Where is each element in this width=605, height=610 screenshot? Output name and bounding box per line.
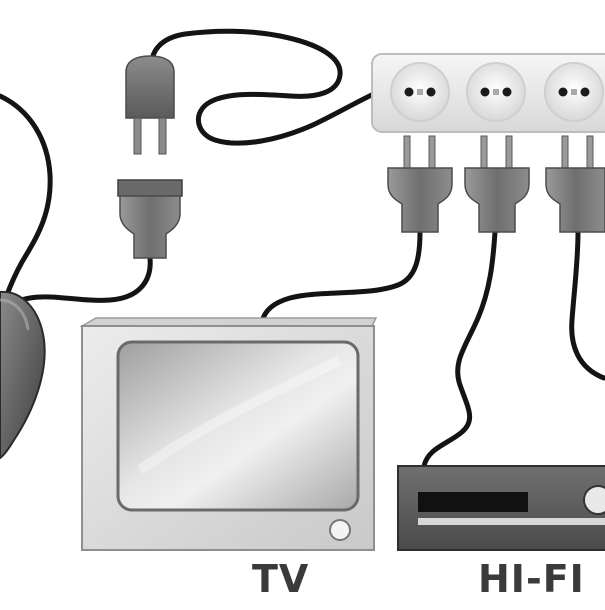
tv-power-button — [329, 519, 351, 541]
socket-1 — [390, 62, 450, 122]
plug-to-strip-cable — [149, 28, 381, 146]
tv-cable — [259, 229, 423, 325]
third-device-cable — [569, 229, 605, 381]
mouse-cable-upper — [0, 93, 53, 303]
hifi-display — [418, 492, 528, 512]
plug-icon — [125, 55, 175, 155]
plug-icon — [545, 135, 605, 233]
tv-screen — [116, 340, 360, 512]
tv-icon — [79, 317, 378, 551]
hifi-knob — [583, 485, 605, 515]
power-strip-icon — [371, 53, 605, 133]
tv-label: TV — [252, 557, 310, 601]
hifi-label: HI-FI — [478, 557, 585, 601]
hifi-strip — [418, 518, 605, 525]
mouse-icon — [0, 290, 46, 460]
socket-3 — [544, 62, 604, 122]
plug-icon — [387, 135, 453, 233]
hifi-icon — [397, 465, 605, 551]
cables — [0, 28, 605, 469]
plug-icon — [464, 135, 530, 233]
socket-2 — [466, 62, 526, 122]
strip-plugs — [387, 135, 605, 233]
adapter-plug-icon — [117, 179, 183, 259]
hifi-cable — [421, 229, 498, 469]
